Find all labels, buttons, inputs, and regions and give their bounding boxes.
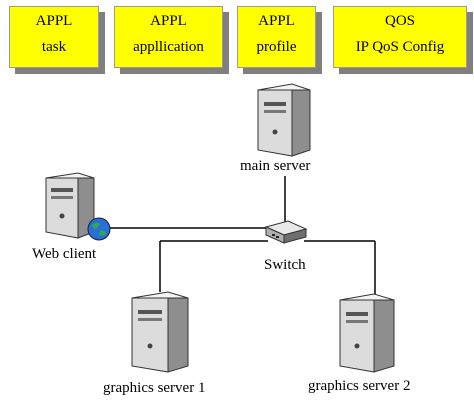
module-subtitle: appllication — [133, 39, 204, 55]
switch-label: Switch — [264, 257, 306, 273]
module-box-appl-task: APPL task — [9, 6, 99, 68]
server-icon — [131, 291, 189, 373]
graphics-server-1-label: graphics server 1 — [103, 380, 206, 396]
main-server-label: main server — [240, 158, 311, 174]
server-icon — [339, 293, 395, 373]
module-subtitle: profile — [256, 39, 297, 55]
module-subtitle: IP QoS Config — [355, 39, 445, 55]
module-title: APPL — [150, 13, 187, 29]
module-title: APPL — [35, 13, 73, 29]
module-box-qos-config: QOS IP QoS Config — [333, 6, 467, 68]
module-subtitle: task — [41, 39, 67, 55]
switch-icon — [264, 220, 308, 244]
server-icon — [257, 83, 311, 157]
globe-icon — [87, 217, 111, 241]
graphics-server-2-label: graphics server 2 — [308, 378, 411, 394]
module-box-appl-profile: APPL profile — [237, 6, 316, 68]
module-box-appl-application: APPL appllication — [114, 6, 223, 68]
module-title: APPL — [258, 13, 295, 29]
module-title: QOS — [384, 13, 415, 29]
web-client-label: Web client — [32, 246, 97, 262]
